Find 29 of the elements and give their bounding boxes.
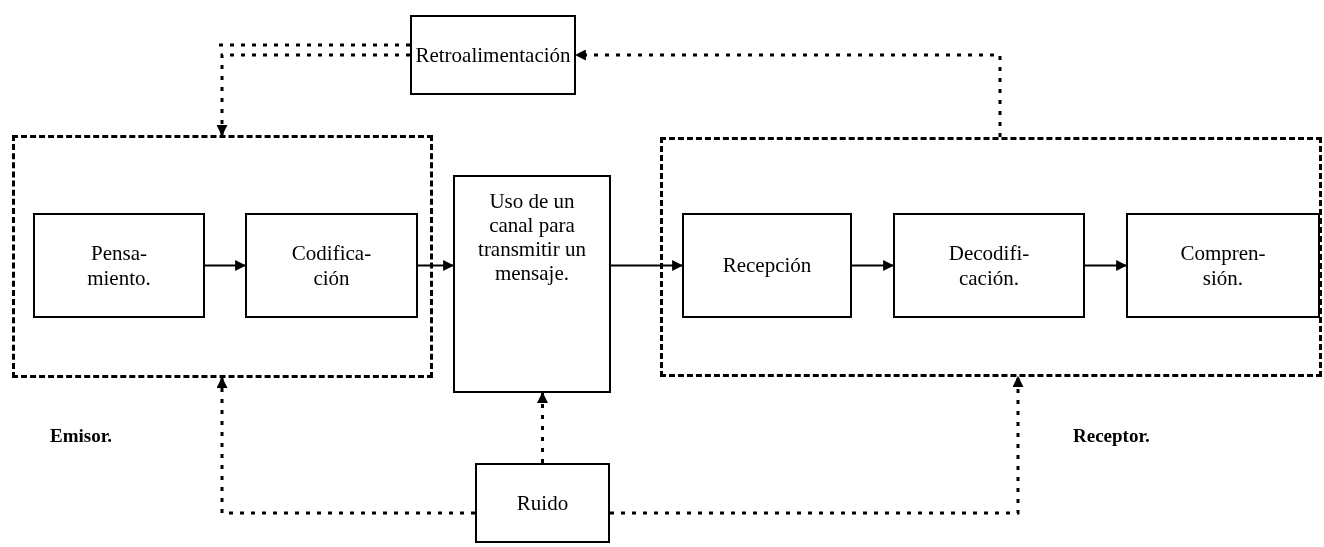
process-box bbox=[453, 175, 611, 393]
arrow bbox=[1084, 260, 1128, 271]
box-label: Codifica- ción bbox=[290, 241, 373, 290]
dashed-arrow bbox=[610, 375, 1024, 515]
box-label: Uso de un canal para transmitir un mensaje. bbox=[477, 189, 587, 286]
process-box bbox=[33, 213, 205, 318]
group-caption: Receptor. bbox=[1073, 425, 1150, 447]
process-box bbox=[1126, 213, 1320, 318]
process-box bbox=[682, 213, 852, 318]
box-label: Decodifi- cación. bbox=[947, 241, 1031, 290]
process-box bbox=[245, 213, 418, 318]
arrow bbox=[417, 260, 455, 271]
dashed-group-frame bbox=[12, 135, 433, 378]
box-label: Recepción bbox=[722, 253, 812, 278]
dashed-arrow bbox=[216, 53, 410, 137]
process-box bbox=[475, 463, 610, 543]
box-label: Compren- sión. bbox=[1179, 241, 1267, 290]
dashed-group-frame bbox=[660, 137, 1322, 377]
process-box bbox=[410, 15, 576, 95]
dashed-arrow bbox=[216, 376, 475, 515]
box-label: Ruido bbox=[516, 490, 569, 516]
arrow bbox=[610, 260, 684, 271]
box-label: Retroalimentación bbox=[415, 42, 571, 68]
arrow bbox=[204, 260, 247, 271]
arrow bbox=[851, 260, 895, 271]
box-label: Pensa- miento. bbox=[86, 241, 152, 290]
process-box bbox=[893, 213, 1085, 318]
group-caption: Emisor. bbox=[50, 425, 113, 447]
dashed-arrow bbox=[537, 391, 548, 463]
